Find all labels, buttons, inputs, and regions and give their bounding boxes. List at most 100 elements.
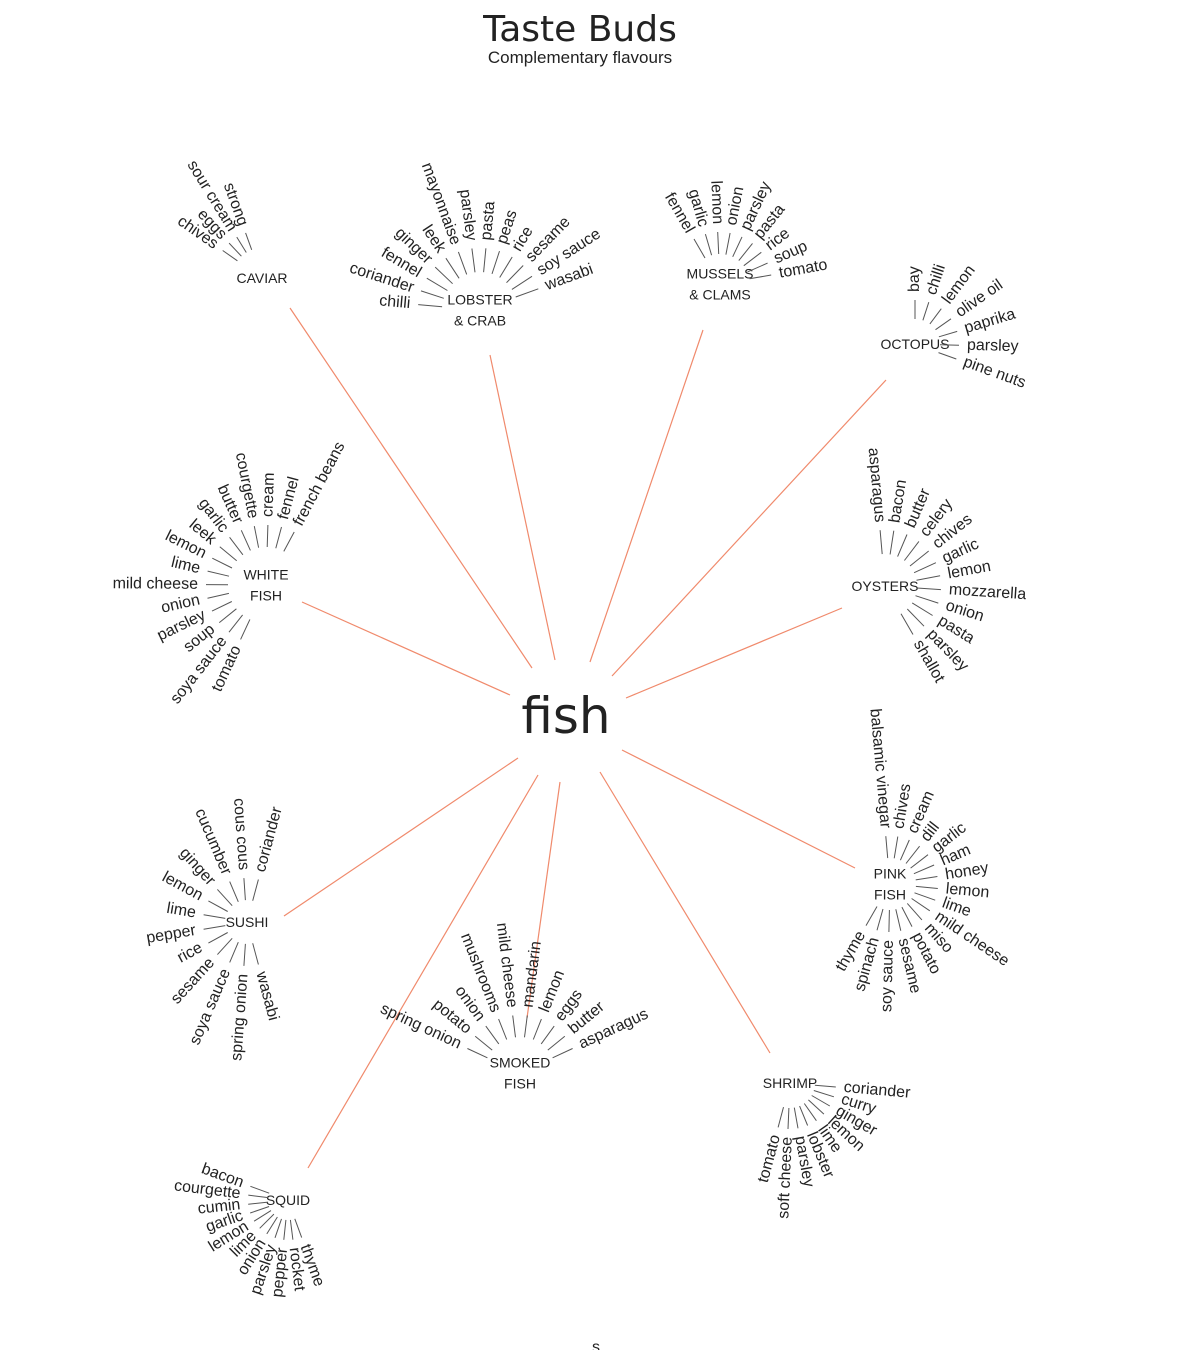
spoke (906, 903, 923, 921)
spoke (485, 1025, 500, 1045)
spoke (749, 274, 772, 280)
spoke (905, 845, 920, 864)
category-label-mussels-clams: & CLAMS (689, 287, 750, 303)
flavour-label: lime (165, 900, 197, 922)
spoke (915, 595, 939, 604)
category-label-shrimp: SHRIMP (763, 1075, 817, 1091)
center-word: fish (521, 687, 610, 745)
spoke (208, 900, 228, 912)
spoke (885, 836, 889, 859)
category-label-smoked-fish: FISH (504, 1076, 536, 1092)
spoke (219, 546, 238, 562)
flavour-label: cream (259, 472, 277, 517)
spoke (467, 1048, 488, 1059)
flavour-label: asparagus (865, 447, 888, 523)
spoke (253, 526, 260, 548)
spoke (248, 1194, 269, 1199)
spoke (434, 266, 453, 285)
flavour-label: pasta (478, 200, 499, 241)
connector-shrimp (599, 771, 771, 1054)
spoke (552, 1048, 573, 1059)
spoke (294, 1218, 303, 1238)
category-label-smoked-fish: SMOKED (490, 1055, 551, 1071)
spoke (474, 1035, 493, 1051)
spoke (888, 909, 890, 933)
spoke (915, 885, 938, 889)
spoke (889, 530, 895, 555)
spoke (203, 925, 226, 930)
flavour-label: bay (906, 266, 923, 292)
spoke (236, 236, 247, 253)
flavour-label: lemon (945, 880, 990, 901)
spoke (916, 575, 941, 581)
connector-octopus (611, 379, 887, 677)
spoke (445, 257, 460, 279)
spoke (512, 1015, 516, 1038)
spoke (275, 526, 282, 549)
spoke (218, 608, 237, 623)
connector-pink-fish (621, 749, 856, 869)
spoke (787, 1107, 790, 1130)
flavour-label: spring onion (228, 973, 251, 1061)
spoke (499, 256, 513, 278)
spoke (283, 1219, 287, 1240)
spoke (211, 601, 233, 612)
spoke (524, 1015, 528, 1038)
spoke (207, 570, 230, 577)
spoke (913, 562, 937, 574)
flavour-label: soy sauce (878, 940, 897, 1013)
spoke (426, 277, 448, 291)
spoke (938, 330, 958, 338)
spoke (893, 836, 899, 859)
connector-caviar (289, 307, 533, 669)
spoke (540, 1025, 555, 1045)
flavour-label: coriander (843, 1079, 912, 1102)
spoke (910, 854, 929, 869)
category-label-lobster-crab: & CRAB (454, 313, 506, 329)
spoke (207, 592, 230, 599)
connector-lobster-crab (489, 354, 556, 661)
flavour-label: wasabi (252, 969, 282, 1022)
spoke (418, 304, 443, 308)
category-label-mussels-clams: MUSSELS (687, 266, 754, 282)
spoke (259, 1213, 275, 1229)
spoke (483, 248, 487, 273)
spoke (897, 534, 908, 557)
spoke (899, 839, 910, 861)
cluster-lobster-crab: LOBSTER& CRABchillicorianderfennelginger… (347, 160, 603, 328)
spoke (738, 243, 753, 261)
spoke (693, 238, 706, 259)
spoke (515, 288, 539, 298)
connector-white-fish (301, 601, 511, 696)
spoke (245, 232, 253, 250)
spoke (250, 1185, 270, 1194)
diagram-subtitle: Complementary flavours (488, 48, 672, 67)
spoke (717, 231, 720, 255)
spoke (725, 232, 731, 255)
flavour-label: lime (169, 554, 202, 577)
spoke (248, 1201, 269, 1205)
flavour-label: parsley (967, 337, 1019, 356)
category-label-octopus: OCTOPUS (881, 336, 950, 352)
spoke (274, 1218, 282, 1238)
spoke (911, 602, 933, 616)
cluster-oysters: OYSTERSasparagusbaconbuttercelerychivesg… (852, 447, 1027, 686)
spoke (243, 943, 246, 966)
spoke (229, 881, 239, 902)
flavour-label: pine nuts (961, 354, 1028, 392)
diagram-title: Taste Buds (482, 9, 677, 50)
spoke (879, 530, 883, 555)
spoke (777, 1106, 784, 1128)
cluster-mussels-clams: MUSSELS& CLAMSfennelgarliclemononionpars… (661, 179, 829, 302)
flavour-label: cumin (197, 1196, 241, 1217)
spoke (229, 942, 239, 963)
spoke (283, 531, 295, 552)
spoke (266, 1216, 278, 1235)
spoke (814, 1084, 836, 1088)
category-label-white-fish: WHITE (243, 567, 288, 583)
flavour-label: mozzarella (948, 581, 1026, 603)
